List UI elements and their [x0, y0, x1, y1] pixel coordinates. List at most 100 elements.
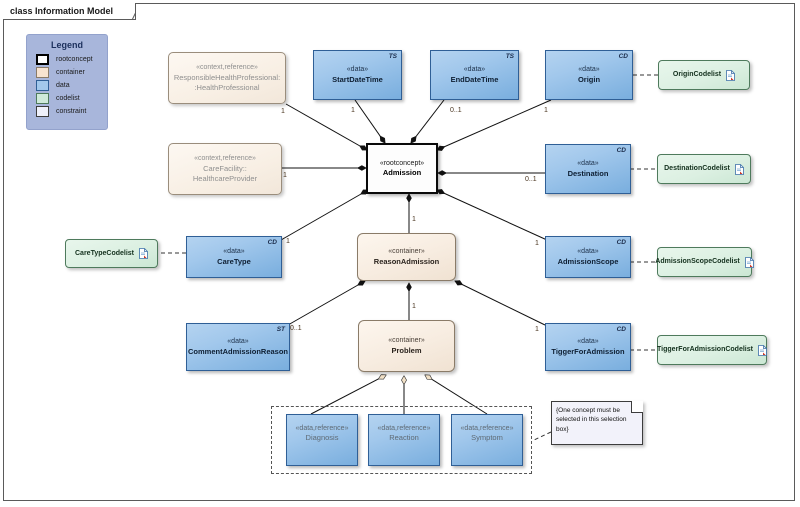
- node-name: Symptom: [471, 433, 503, 443]
- node-name: DestinationCodelist: [664, 165, 730, 173]
- node-reason-admission[interactable]: «container» ReasonAdmission: [357, 233, 456, 281]
- constraint-note: {One concept must be selected in this se…: [551, 401, 643, 445]
- legend: Legend rootconcept container data codeli…: [26, 34, 108, 130]
- document-icon: [139, 248, 148, 259]
- node-problem[interactable]: «container» Problem: [358, 320, 455, 372]
- node-stereotype: «context,reference»: [196, 64, 258, 72]
- node-stereotype: «data»: [578, 66, 600, 74]
- node-name: Problem: [391, 345, 422, 355]
- node-stereotype: «container»: [388, 248, 425, 256]
- node-stereotype: «data»: [577, 160, 599, 168]
- node-responsible-health-professional[interactable]: «context,reference» ResponsibleHealthPro…: [168, 52, 286, 104]
- multiplicity-caretype: 1: [286, 238, 290, 245]
- node-tigger-for-admission[interactable]: CD «data» TiggerForAdmission: [545, 323, 631, 371]
- node-name: ResponsibleHealthProfessional: :HealthPr…: [173, 72, 281, 92]
- multiplicity-problem: 1: [412, 303, 416, 310]
- node-name: AdmissionScope: [557, 256, 619, 266]
- node-stereotype: «rootconcept»: [379, 159, 425, 167]
- node-name: Reaction: [389, 433, 419, 443]
- node-name: CareType: [217, 256, 251, 266]
- note-fold-corner: [631, 401, 643, 413]
- node-name: AdmissionScopeCodelist: [655, 258, 740, 266]
- node-corner-tag: TS: [505, 53, 514, 60]
- legend-swatch-constraint: [36, 106, 49, 117]
- legend-swatch-container: [36, 67, 49, 78]
- node-diagnosis[interactable]: «data,reference» Diagnosis: [286, 414, 358, 466]
- legend-item-constraint: constraint: [36, 106, 107, 117]
- node-origin-codelist[interactable]: OriginCodelist: [658, 60, 750, 90]
- node-stereotype: «data»: [463, 66, 486, 74]
- legend-item-rootconcept: rootconcept: [36, 54, 107, 65]
- node-corner-tag: ST: [276, 326, 285, 333]
- node-name: CareFacility:: HealthcareProvider: [192, 163, 258, 183]
- node-tigger-for-admission-codelist[interactable]: TiggerForAdmissionCodelist: [657, 335, 767, 365]
- legend-item-container: container: [36, 67, 107, 78]
- legend-swatch-rootconcept: [36, 54, 49, 65]
- multiplicity-comment: 0..1: [290, 325, 302, 332]
- multiplicity-tigger: 1: [535, 326, 539, 333]
- multiplicity-origin: 1: [544, 107, 548, 114]
- multiplicity-responsible: 1: [281, 108, 285, 115]
- legend-label-rootconcept: rootconcept: [56, 56, 93, 63]
- node-caretype-codelist[interactable]: CareTypeCodelist: [65, 239, 158, 268]
- node-stereotype: «data»: [346, 66, 369, 74]
- node-caretype[interactable]: CD «data» CareType: [186, 236, 282, 278]
- node-symptom[interactable]: «data,reference» Symptom: [451, 414, 523, 466]
- node-comment-admission-reason[interactable]: ST «data» CommentAdmissionReason: [186, 323, 290, 371]
- document-icon: [744, 256, 754, 268]
- node-reaction[interactable]: «data,reference» Reaction: [368, 414, 440, 466]
- node-corner-tag: CD: [616, 326, 626, 333]
- legend-item-codelist: codelist: [36, 93, 107, 104]
- node-admission-scope-codelist[interactable]: AdmissionScopeCodelist: [655, 247, 754, 277]
- node-stereotype: «data»: [577, 338, 599, 346]
- node-name: Origin: [577, 74, 601, 84]
- node-stereotype: «data»: [577, 248, 599, 256]
- node-name: StartDateTime: [332, 74, 383, 84]
- document-icon: [758, 344, 767, 356]
- legend-label-data: data: [56, 82, 70, 89]
- frame-tab-slash: [117, 3, 136, 20]
- node-stereotype: «context,reference»: [194, 155, 256, 163]
- multiplicity-destination: 0..1: [525, 176, 537, 183]
- diagram-frame-tab: class Information Model: [3, 3, 137, 20]
- node-name: Diagnosis: [305, 433, 339, 443]
- node-name: EndDateTime: [450, 74, 499, 84]
- document-icon: [726, 69, 736, 81]
- node-stereotype: «data»: [227, 338, 249, 346]
- node-startdatetime[interactable]: TS «data» StartDateTime: [313, 50, 402, 100]
- document-icon: [734, 163, 744, 175]
- node-care-facility[interactable]: «context,reference» CareFacility:: Healt…: [168, 143, 282, 195]
- node-stereotype: «data»: [223, 248, 245, 256]
- node-corner-tag: CD: [616, 239, 626, 246]
- multiplicity-admissionscope: 1: [535, 240, 539, 247]
- node-enddatetime[interactable]: TS «data» EndDateTime: [430, 50, 519, 100]
- node-name: ReasonAdmission: [373, 256, 440, 266]
- node-stereotype: «data,reference»: [377, 425, 431, 432]
- multiplicity-startdatetime: 1: [351, 107, 355, 114]
- legend-item-data: data: [36, 80, 107, 91]
- constraint-note-text: {One concept must be selected in this se…: [556, 407, 627, 433]
- node-destination[interactable]: CD «data» Destination: [545, 144, 631, 194]
- node-name: CommentAdmissionReason: [187, 346, 289, 356]
- legend-swatch-codelist: [36, 93, 49, 104]
- multiplicity-enddatetime: 0..1: [450, 107, 462, 114]
- legend-label-constraint: constraint: [56, 108, 87, 115]
- node-corner-tag: CD: [267, 239, 277, 246]
- node-name: TiggerForAdmissionCodelist: [657, 346, 753, 354]
- selection-box: [271, 406, 532, 474]
- node-name: TiggerForAdmission: [551, 346, 625, 356]
- node-admission[interactable]: «rootconcept» Admission: [366, 143, 438, 194]
- node-stereotype: «data,reference»: [295, 425, 349, 432]
- multiplicity-reasonadmission: 1: [412, 216, 416, 223]
- legend-swatch-data: [36, 80, 49, 91]
- node-destination-codelist[interactable]: DestinationCodelist: [657, 154, 751, 184]
- node-admission-scope[interactable]: CD «data» AdmissionScope: [545, 236, 631, 278]
- node-origin[interactable]: CD «data» Origin: [545, 50, 633, 100]
- node-name: Admission: [382, 168, 422, 178]
- legend-label-container: container: [56, 69, 85, 76]
- node-corner-tag: TS: [388, 53, 397, 60]
- node-corner-tag: CD: [616, 147, 626, 154]
- node-stereotype: «data,reference»: [460, 425, 514, 432]
- node-corner-tag: CD: [618, 53, 628, 60]
